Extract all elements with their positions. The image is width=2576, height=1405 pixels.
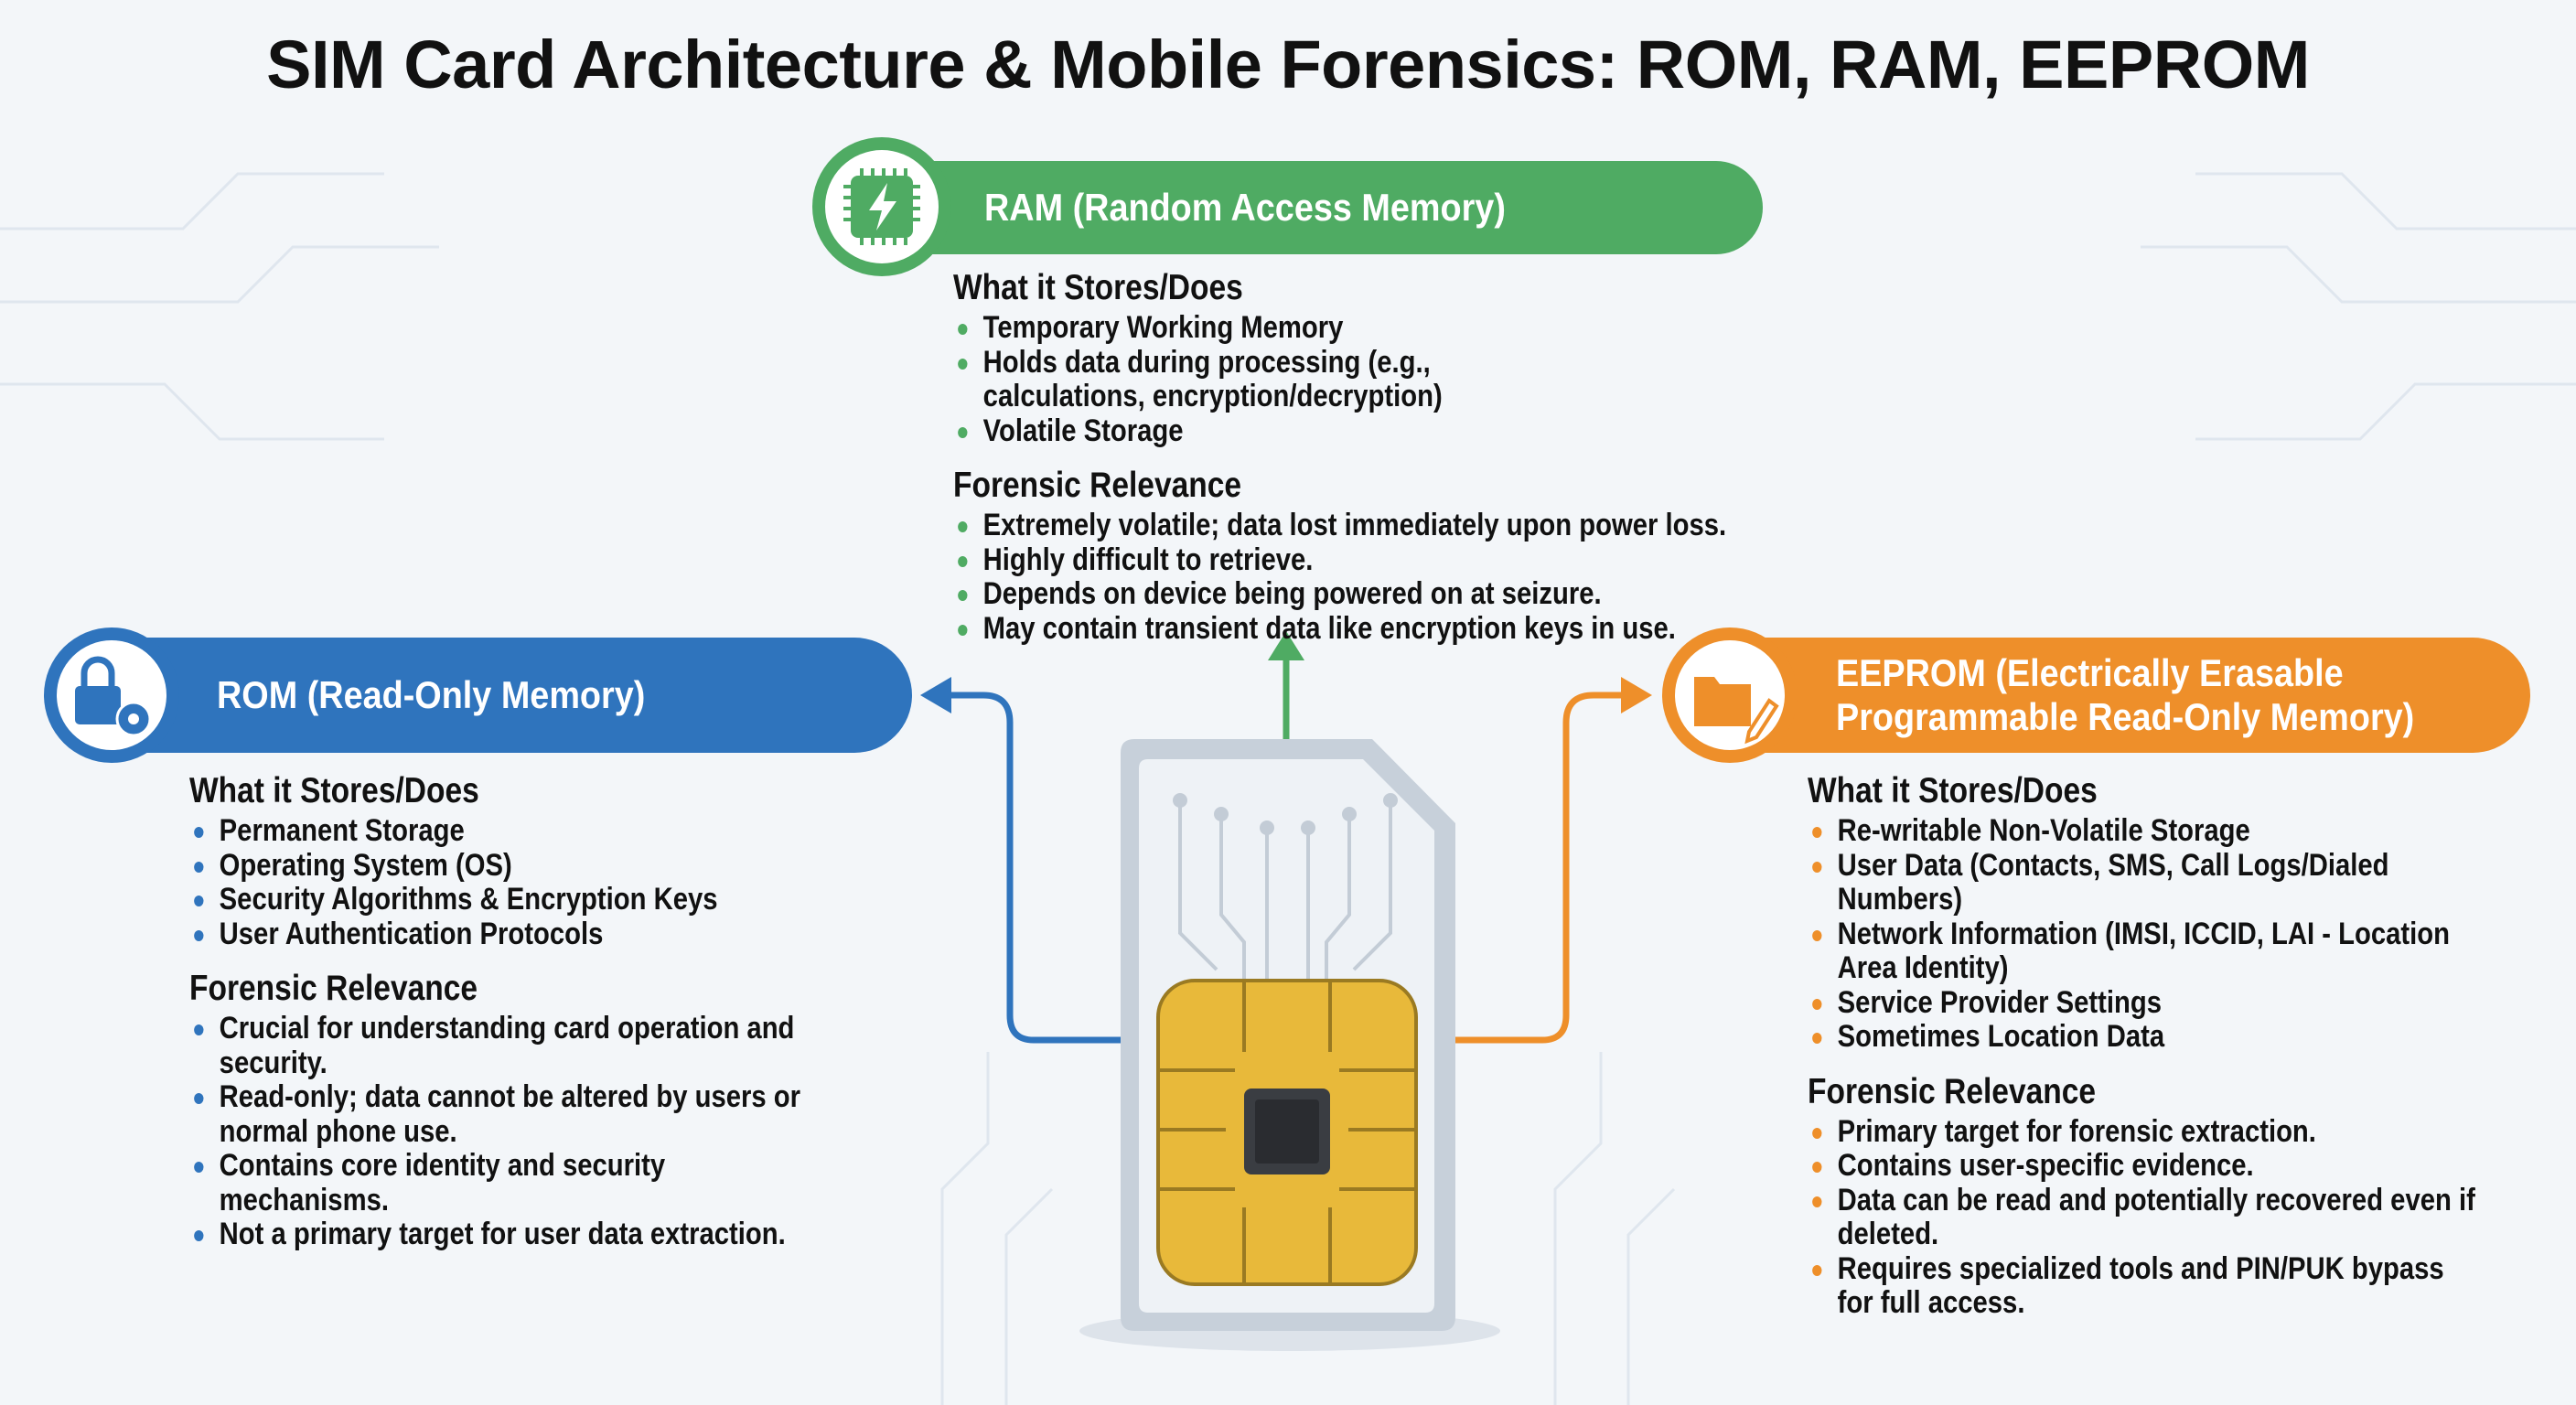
list-item: Read-only; data cannot be altered by use… xyxy=(189,1079,819,1149)
rom-forensic-heading: Forensic Relevance xyxy=(189,969,478,1008)
list-item: Highly difficult to retrieve. xyxy=(953,542,1764,578)
ram-header: RAM (Random Access Memory) xyxy=(984,161,1563,254)
list-item: Data can be read and potentially recover… xyxy=(1808,1183,2476,1252)
list-item: User Authentication Protocols xyxy=(189,917,819,952)
ram-header-text: RAM (Random Access Memory) xyxy=(984,186,1506,229)
list-item: Sometimes Location Data xyxy=(1808,1019,2476,1055)
eeprom-header-line1: EEPROM (Electrically Erasable xyxy=(1836,651,2344,694)
list-item: Crucial for understanding card operation… xyxy=(189,1011,819,1080)
list-item: Depends on device being powered on at se… xyxy=(953,576,1764,612)
lock-gear-icon xyxy=(44,627,179,763)
eeprom-arrow xyxy=(1455,692,1628,1044)
list-item: Network Information (IMSI, ICCID, LAI - … xyxy=(1808,917,2476,986)
list-item: Service Provider Settings xyxy=(1808,985,2476,1021)
list-item: Primary target for forensic extraction. xyxy=(1808,1114,2476,1150)
eeprom-header-bar xyxy=(1701,638,2530,753)
page-title: SIM Card Architecture & Mobile Forensics… xyxy=(266,27,2310,102)
circuit-background xyxy=(0,172,2576,1405)
ram-stores-heading: What it Stores/Does xyxy=(953,268,1243,307)
list-item: Security Algorithms & Encryption Keys xyxy=(189,882,819,917)
list-item: Contains user-specific evidence. xyxy=(1808,1148,2476,1184)
lightning-chip-icon xyxy=(812,137,951,276)
list-item: Temporary Working Memory xyxy=(953,310,1764,346)
ram-arrowhead xyxy=(1268,631,1304,660)
rom-header-text: ROM (Read-Only Memory) xyxy=(217,673,646,716)
sim-card xyxy=(1079,739,1500,1351)
ram-header-bar xyxy=(860,161,1763,254)
rom-arrowhead xyxy=(920,677,951,713)
rom-header: ROM (Read-Only Memory) xyxy=(217,638,692,753)
list-item: Permanent Storage xyxy=(189,813,819,849)
list-item: Contains core identity and security mech… xyxy=(189,1148,819,1217)
rom-arrow xyxy=(942,692,1122,1044)
rom-details: What it Stores/Does Permanent Storage Op… xyxy=(189,770,819,1269)
eeprom-arrowhead xyxy=(1621,677,1652,713)
ram-details: What it Stores/Does Temporary Working Me… xyxy=(953,267,1764,662)
list-item: Operating System (OS) xyxy=(189,848,819,884)
eeprom-header: EEPROM (Electrically Erasable Programmab… xyxy=(1836,638,2479,753)
list-item: Requires specialized tools and PIN/PUK b… xyxy=(1808,1251,2476,1321)
eeprom-details: What it Stores/Does Re-writable Non-Vola… xyxy=(1808,770,2476,1337)
folder-pencil-icon xyxy=(1662,627,1798,763)
list-item: Volatile Storage xyxy=(953,413,1764,449)
eeprom-header-line2: Programmable Read-Only Memory) xyxy=(1836,695,2415,738)
list-item: Not a primary target for user data extra… xyxy=(189,1217,819,1252)
list-item: User Data (Contacts, SMS, Call Logs/Dial… xyxy=(1808,848,2476,917)
eeprom-stores-heading: What it Stores/Does xyxy=(1808,771,2098,810)
rom-header-bar xyxy=(82,638,912,753)
list-item: May contain transient data like encrypti… xyxy=(953,611,1764,647)
eeprom-forensic-heading: Forensic Relevance xyxy=(1808,1071,2097,1111)
list-item: Re-writable Non-Volatile Storage xyxy=(1808,813,2476,849)
list-item: Extremely volatile; data lost immediatel… xyxy=(953,508,1764,543)
list-item: Holds data during processing (e.g., calc… xyxy=(953,345,1596,414)
ram-forensic-heading: Forensic Relevance xyxy=(953,466,1242,505)
rom-stores-heading: What it Stores/Does xyxy=(189,771,479,810)
